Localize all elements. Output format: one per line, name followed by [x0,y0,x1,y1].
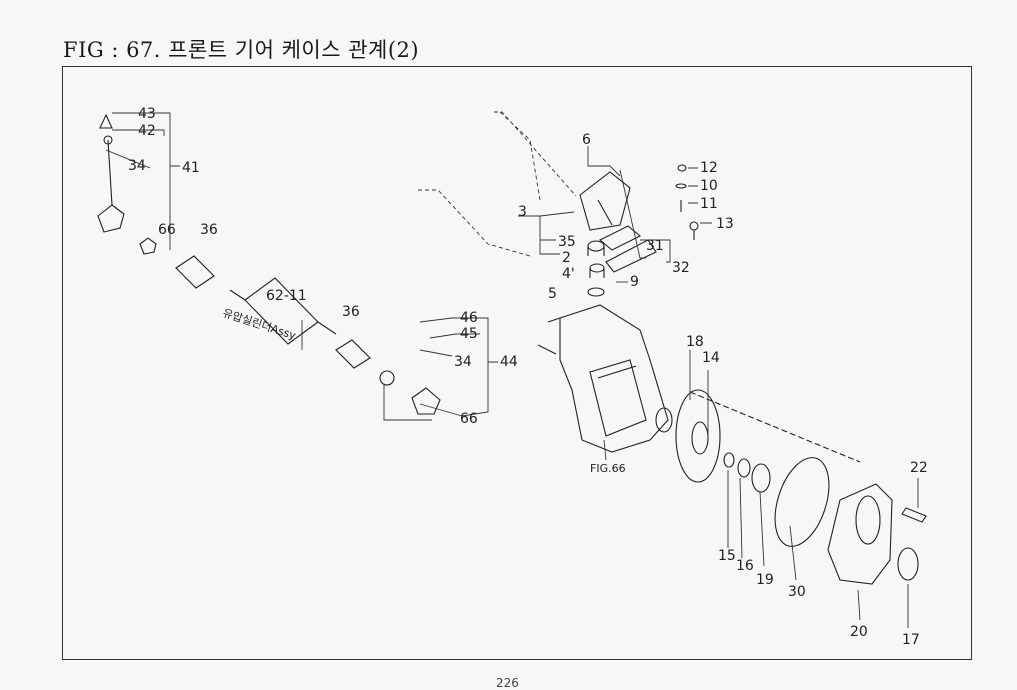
part-label-41: 41 [182,160,200,176]
plate-part-32 [605,239,657,273]
cylinder-body [229,277,337,345]
gear-case-flange [537,317,561,355]
part-label-62-11: 62-11 [266,288,307,304]
collar-part-4 [589,263,605,278]
part-label-46: 46 [460,310,478,326]
part-label-10: 10 [700,178,718,194]
part-label-42: 42 [138,123,156,139]
part-label-3: 3 [518,204,527,220]
part-label-13: 13 [716,216,734,232]
gear-part-14-hub [691,421,709,455]
upper-rod-end-part [97,139,125,233]
part-label-45: 45 [460,326,478,342]
lower-rod-end-part [411,387,441,415]
part-label-31: 31 [646,238,664,254]
part-label-43: 43 [138,106,156,122]
part-label-15: 15 [718,548,736,564]
part-label-36-lower: 36 [342,304,360,320]
bearing-part-18 [655,407,673,433]
diagram-frame [62,66,972,660]
part-label-22: 22 [910,460,928,476]
part-label-12: 12 [700,160,718,176]
bearing-part-19 [751,463,771,493]
part-label-32: 32 [672,260,690,276]
gasket-part-30 [774,457,830,547]
part-label-35: 35 [558,234,576,250]
part-label-30: 30 [788,584,806,600]
part-label-66-upper: 66 [158,222,176,238]
part-label-44: 44 [500,354,518,370]
part-label-2: 2 [562,250,571,266]
part-label-11: 11 [700,196,718,212]
part-label-4: 4' [562,266,575,282]
part-label-17: 17 [902,632,920,648]
nut-part [379,370,395,386]
part-label-9: 9 [630,274,639,290]
part-number-labels: 43 42 34 41 66 36 62-11 유압실린더Assy 36 46 … [128,106,928,648]
part-label-18: 18 [686,334,704,350]
ring-part-5 [587,287,605,297]
bolt-part-22 [901,507,927,523]
part-label-34-lower: 34 [454,354,472,370]
boot-part-36a [175,255,215,289]
part-label-19: 19 [756,572,774,588]
part-label-16: 16 [736,558,754,574]
part-label-36-upper: 36 [200,222,218,238]
part-label-66-lower: 66 [460,411,478,427]
nut-part-66a [139,237,157,255]
part-label-6: 6 [582,132,591,148]
part-label-34-upper: 34 [128,158,146,174]
part-label-5: 5 [548,286,557,302]
assembly-axis-line [689,391,861,463]
figure-title: FIG : 67. 프론트 기어 케이스 관계(2) [63,38,420,62]
small-parts-12-13 [675,164,699,240]
reference-label-fig66: FIG.66 [590,462,626,475]
lever-part-31 [599,225,641,251]
gear-part-14 [675,389,721,483]
part-label-14: 14 [702,350,720,366]
cover-part-20 [827,483,893,585]
ring-part-15 [723,452,735,468]
part-label-20: 20 [850,624,868,640]
pin-part [99,113,113,145]
gear-case-housing [559,304,669,453]
assembly-label-hydraulic-cylinder: 유압실린더Assy [221,306,298,342]
arm-bracket-part [579,171,631,231]
boot-part-36b [335,339,371,369]
seal-part-17 [897,547,919,581]
page-number: 226 [496,676,519,690]
bushing-part-35 [587,240,605,256]
ring-part-16 [737,458,751,478]
